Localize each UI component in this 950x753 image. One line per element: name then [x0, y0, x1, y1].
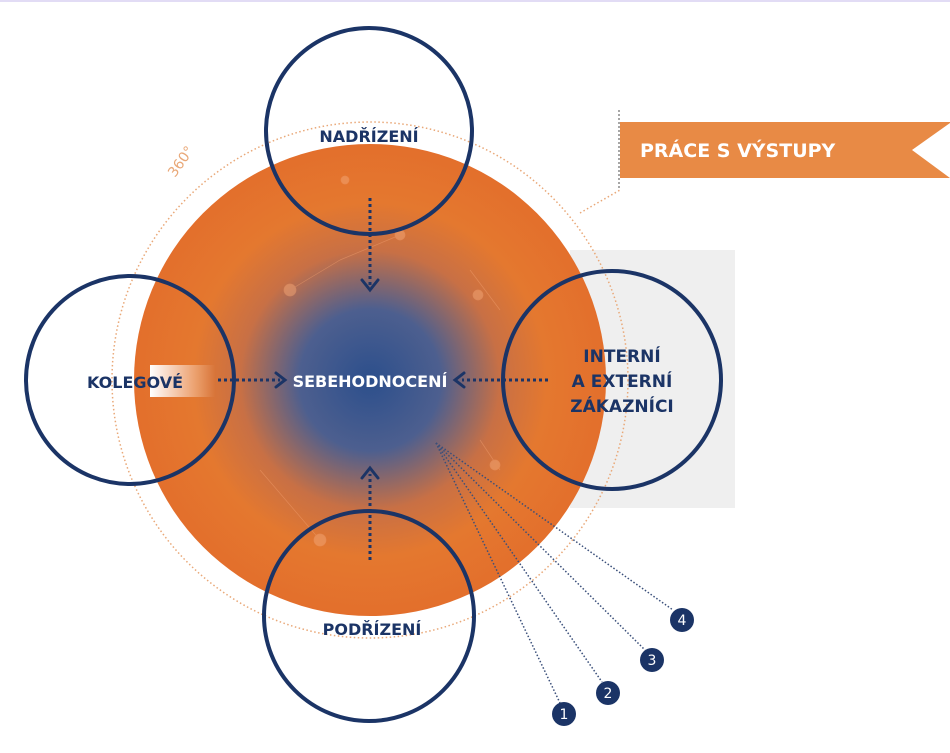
network-pattern [259, 175, 501, 547]
marker-label: 1 [560, 707, 569, 723]
label-a-externi: A EXTERNÍ [572, 370, 673, 392]
marker-label: 2 [604, 686, 613, 702]
banner-label: PRÁCE S VÝSTUPY [640, 138, 836, 162]
label-interni: INTERNÍ [583, 345, 660, 367]
label-nadrizeni: NADŘÍZENÍ [319, 127, 418, 146]
kolegove-highlight [150, 365, 215, 397]
arrowhead-left-icon [452, 371, 466, 389]
banner-connector [579, 189, 621, 214]
orange-core-circle [134, 144, 606, 616]
outer-360-ring [111, 121, 629, 639]
label-sebehodnoceni: SEBEHODNOCENÍ [293, 372, 448, 391]
banner-prace-s-vystupy [620, 122, 950, 178]
arrowhead-right-icon [274, 371, 288, 389]
label-zakaznici: ZÁKAZNÍCI [570, 395, 674, 417]
label-kolegove: KOLEGOVÉ [87, 373, 183, 392]
label-360: 360° [165, 143, 197, 180]
marker-3: 3 [640, 648, 664, 672]
arrowhead-down-icon [360, 278, 380, 293]
marker-label: 4 [678, 613, 687, 629]
arrowhead-up-icon [360, 465, 380, 480]
top-border [0, 0, 950, 2]
marker-2: 2 [596, 681, 620, 705]
marker-4: 4 [670, 608, 694, 632]
marker-lines [435, 442, 674, 704]
marker-label: 3 [648, 653, 657, 669]
marker-1: 1 [552, 702, 576, 726]
label-podrizeni: PODŘÍZENÍ [323, 620, 422, 639]
circle-kolegove [24, 274, 236, 486]
